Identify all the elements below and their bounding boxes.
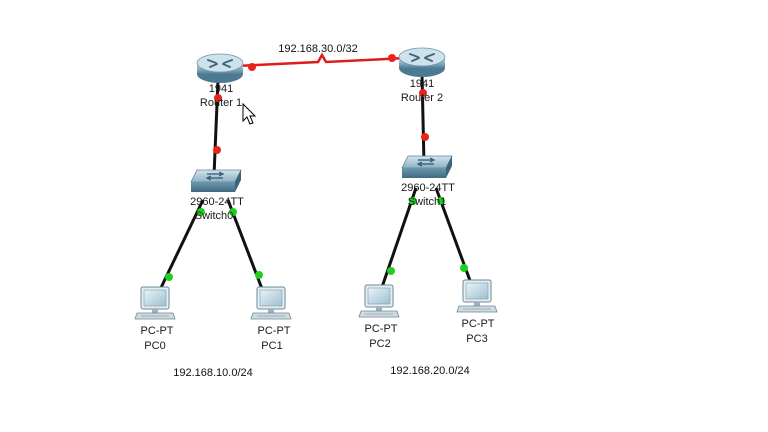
router-2[interactable]: 1941 Router 2: [398, 47, 446, 104]
switch-icon: [401, 155, 453, 179]
port-status-dot: [197, 208, 205, 216]
router-1[interactable]: 1941 Router 1: [196, 53, 244, 109]
pc-1[interactable]: PC-PT PC1: [250, 286, 292, 352]
pc-3[interactable]: PC-PT PC3: [456, 279, 498, 345]
pc-2-model: PC-PT: [365, 323, 398, 335]
switch-0[interactable]: 2960-24TT Switch0: [190, 169, 244, 222]
lan-left-network-label: 192.168.10.0/24: [173, 367, 253, 379]
port-status-dot: [248, 63, 256, 71]
switch-0-name: Switch0: [195, 210, 234, 222]
router-1-name: Router 1: [200, 97, 242, 109]
pc-2-name: PC2: [369, 338, 390, 350]
link-router2-switch1[interactable]: [420, 73, 426, 165]
pc-icon: [456, 279, 498, 313]
switch-0-model: 2960-24TT: [190, 196, 244, 208]
port-status-dot: [165, 273, 173, 281]
pc-2[interactable]: PC-PT PC2: [358, 284, 400, 350]
mouse-cursor-icon: [242, 102, 257, 125]
port-status-dot: [214, 94, 222, 102]
pc-icon: [134, 286, 176, 320]
lan-right-network-label: 192.168.20.0/24: [390, 365, 470, 377]
router-2-name: Router 2: [401, 92, 443, 104]
pc-0[interactable]: PC-PT PC0: [134, 286, 176, 352]
port-status-dot: [460, 264, 468, 272]
serial-link-router1-router2[interactable]: [235, 52, 407, 68]
pc-0-name: PC0: [144, 340, 165, 352]
port-status-dot: [388, 54, 396, 62]
router-icon: [196, 53, 244, 84]
pc-3-name: PC3: [466, 333, 487, 345]
router-1-model: 1941: [209, 83, 233, 95]
link-switch1-pc2[interactable]: [379, 187, 418, 291]
switch-icon: [190, 169, 242, 193]
pc-1-name: PC1: [261, 340, 282, 352]
pc-icon: [358, 284, 400, 318]
router-2-model: 1941: [410, 78, 434, 90]
pc-1-model: PC-PT: [258, 325, 291, 337]
port-status-dot: [255, 271, 263, 279]
switch-1-name: Switch1: [408, 196, 447, 208]
port-status-dot: [387, 267, 395, 275]
router-icon: [398, 47, 446, 78]
pc-icon: [250, 286, 292, 320]
port-status-dot: [421, 133, 429, 141]
switch-1[interactable]: 2960-24TT Switch1: [401, 155, 455, 208]
port-status-dot: [229, 208, 237, 216]
port-status-dot: [419, 89, 427, 97]
switch-1-model: 2960-24TT: [401, 182, 455, 194]
serial-network-label: 192.168.30.0/32: [278, 43, 358, 55]
port-status-dot: [213, 146, 221, 154]
port-status-dot: [437, 197, 445, 205]
port-status-dot: [409, 197, 417, 205]
pc-3-model: PC-PT: [462, 318, 495, 330]
pc-0-model: PC-PT: [141, 325, 174, 337]
